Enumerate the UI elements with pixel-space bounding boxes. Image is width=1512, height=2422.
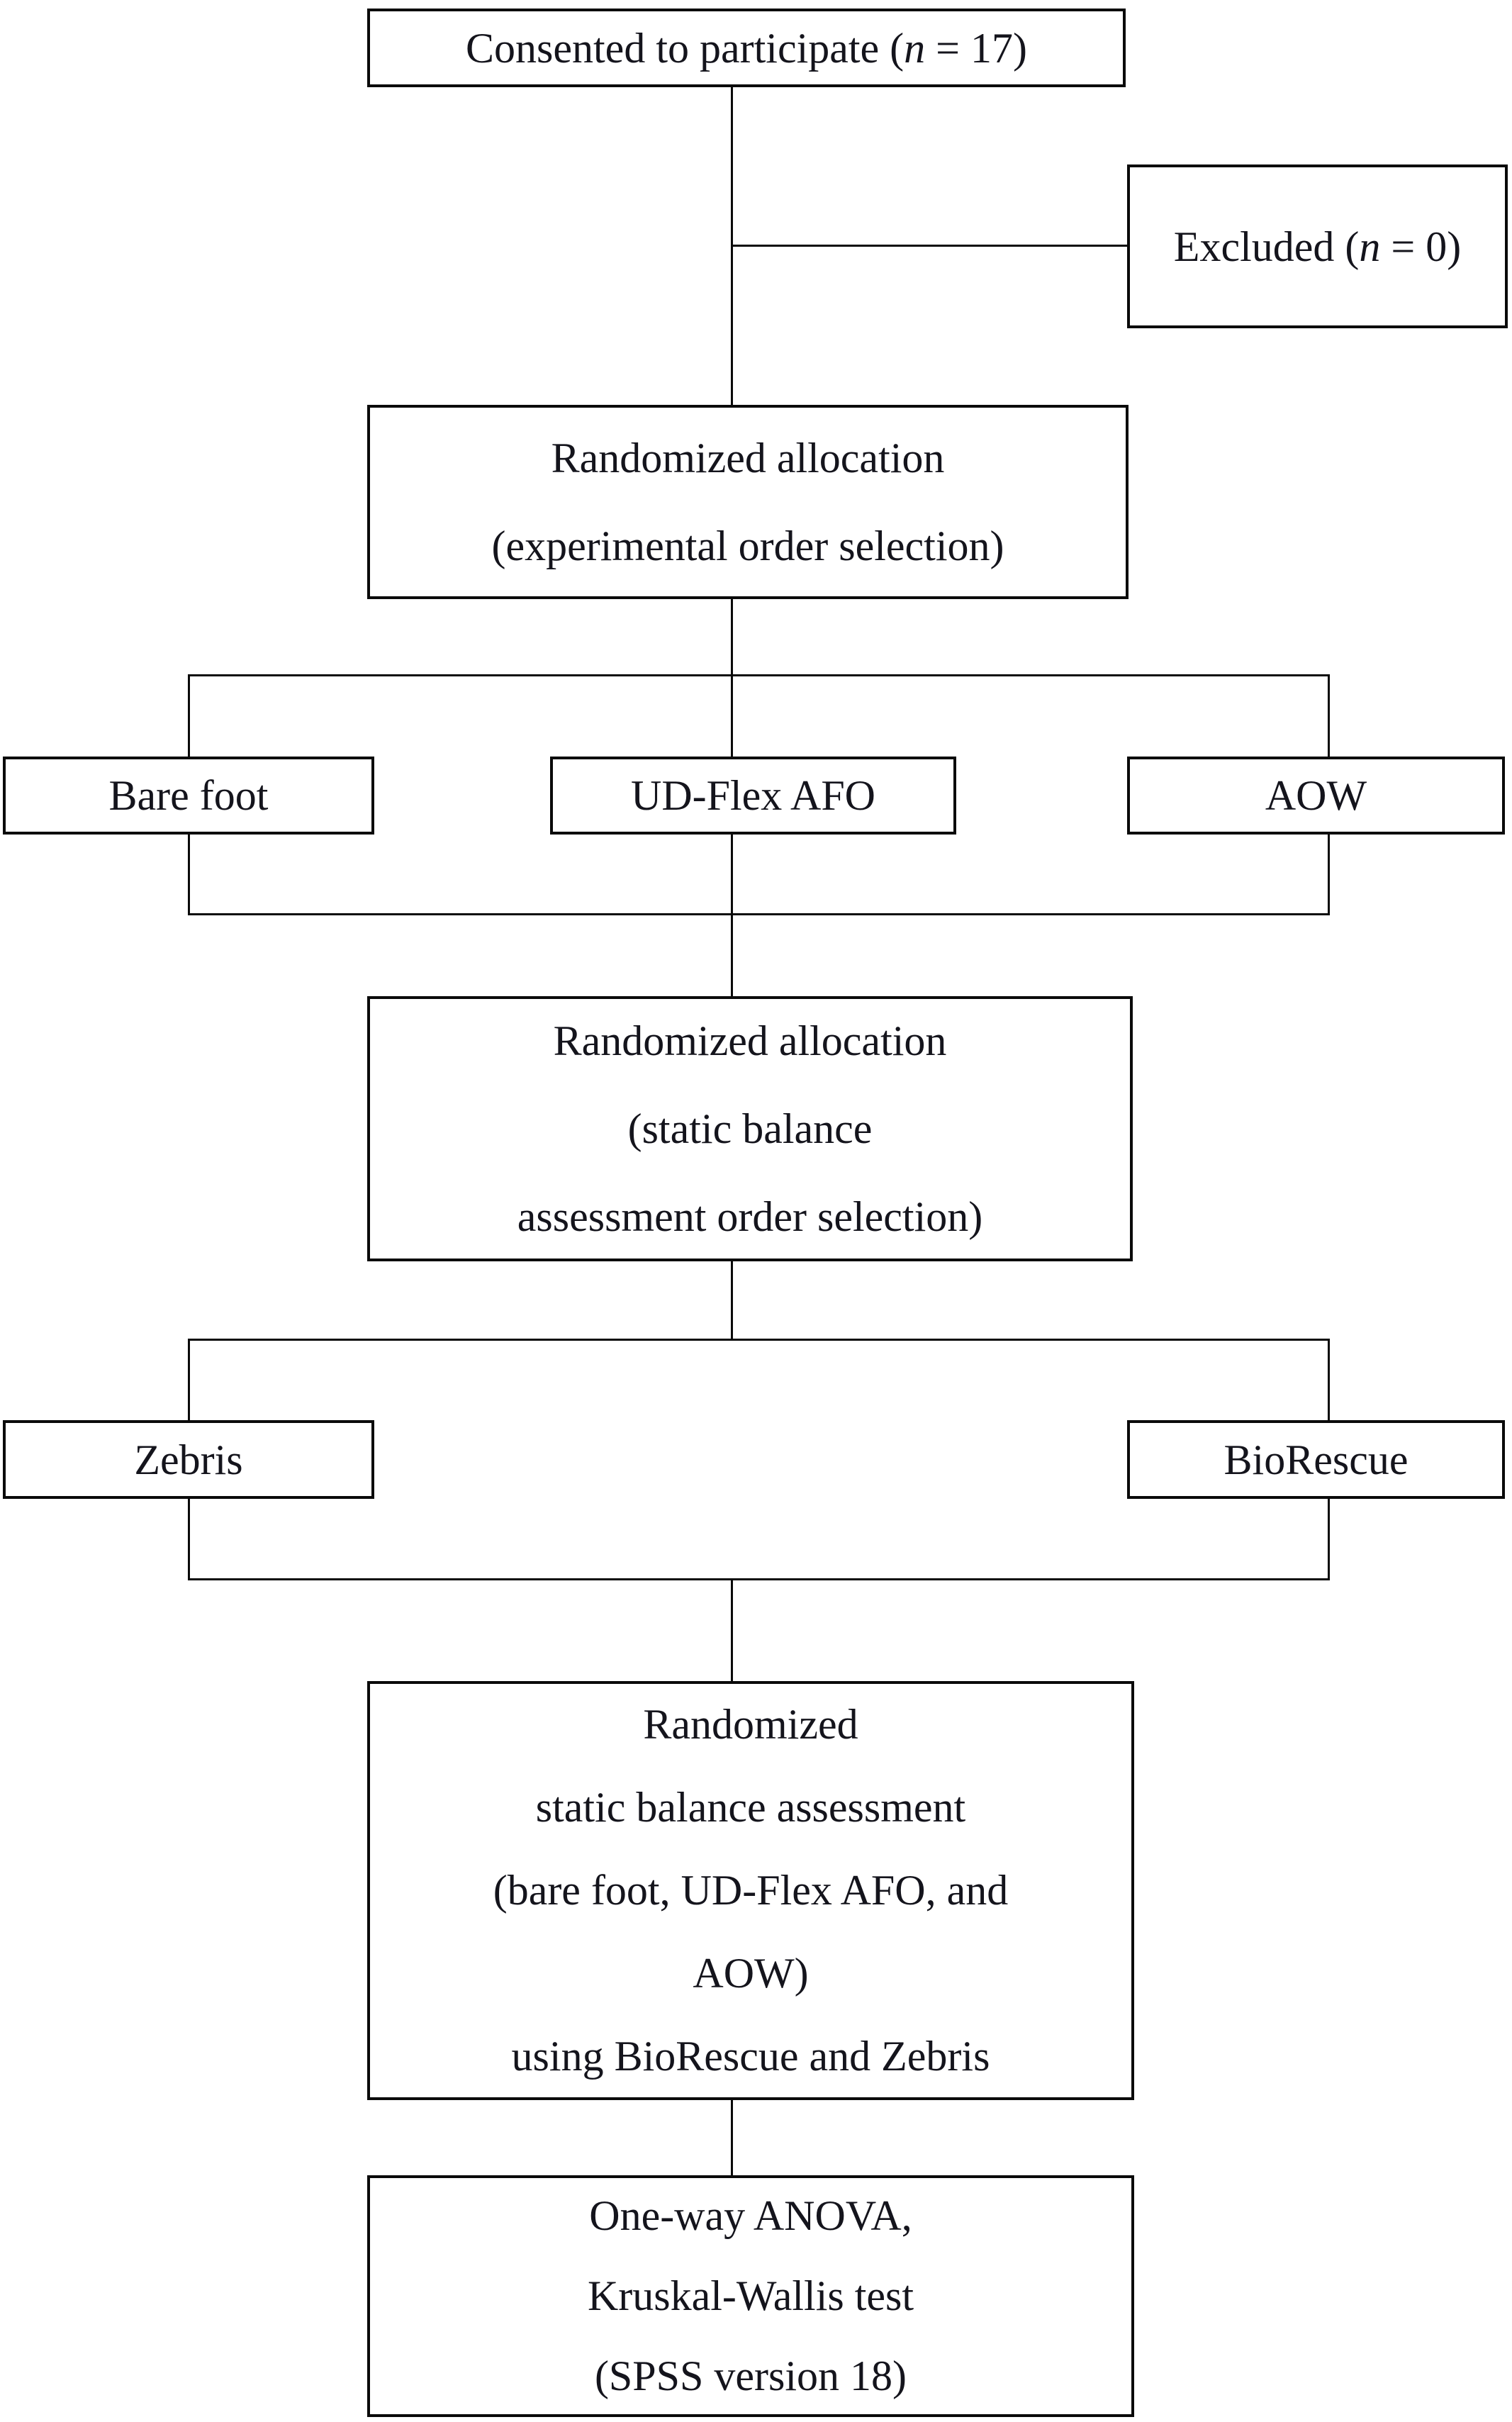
node-label-line: using BioRescue and Zebris: [511, 2033, 990, 2080]
node-device-biorescue: BioRescue: [1127, 1420, 1505, 1499]
connector-branch-excluded: [731, 245, 1129, 247]
node-label-line: (static balance: [627, 1105, 873, 1152]
connector-bracket1-bottom: [188, 913, 1330, 915]
node-randomized-allocation-static-balance: Randomized allocation (static balance as…: [367, 996, 1133, 1261]
node-label-line: (bare foot, UD-Flex AFO, and: [493, 1867, 1009, 1914]
node-label-line: Kruskal-Wallis test: [587, 2272, 914, 2319]
node-label: BioRescue: [1223, 1436, 1409, 1483]
node-label-line: static balance assessment: [535, 1784, 966, 1831]
connector-bracket2-bottom: [188, 1578, 1330, 1580]
node-label: Consented to participate (n = 17): [466, 24, 1027, 72]
node-label-line: Randomized allocation: [553, 1017, 947, 1064]
node-label-line: (experimental order selection): [491, 523, 1004, 569]
node-device-zebris: Zebris: [3, 1420, 374, 1499]
node-label-line: One-way ANOVA,: [589, 2192, 912, 2239]
node-condition-ud-flex-afo: UD-Flex AFO: [550, 757, 956, 835]
node-label-line: AOW): [693, 1950, 809, 1997]
node-condition-aow: AOW: [1127, 757, 1505, 835]
node-label-line: Randomized allocation: [551, 435, 945, 481]
node-condition-bare-foot: Bare foot: [3, 757, 374, 835]
node-label-line: (SPSS version 18): [594, 2353, 907, 2399]
node-label-line: assessment order selection): [517, 1193, 983, 1240]
node-statistical-analysis: One-way ANOVA, Kruskal-Wallis test (SPSS…: [367, 2175, 1134, 2417]
connector-stem-rand2-to-devices: [731, 1260, 733, 1341]
connector-stem-devices-to-assessment: [731, 1578, 733, 1684]
node-label-line: Randomized: [643, 1701, 858, 1748]
connector-bracket2-top: [188, 1339, 1330, 1341]
node-excluded: Excluded (n = 0): [1127, 164, 1508, 328]
connector-stem-assessment-to-statistics: [731, 2097, 733, 2178]
node-label: Excluded (n = 0): [1173, 223, 1462, 270]
node-label: UD-Flex AFO: [630, 772, 876, 819]
node-label: Zebris: [134, 1436, 243, 1483]
connector-bracket1-top: [188, 674, 1330, 676]
node-randomized-allocation-experimental: Randomized allocation (experimental orde…: [367, 405, 1129, 599]
node-randomized-static-balance-assessment: Randomized static balance assessment (ba…: [367, 1681, 1134, 2100]
node-label: AOW: [1265, 772, 1367, 819]
node-label: Bare foot: [108, 772, 269, 819]
node-consented-to-participate: Consented to participate (n = 17): [367, 9, 1126, 87]
